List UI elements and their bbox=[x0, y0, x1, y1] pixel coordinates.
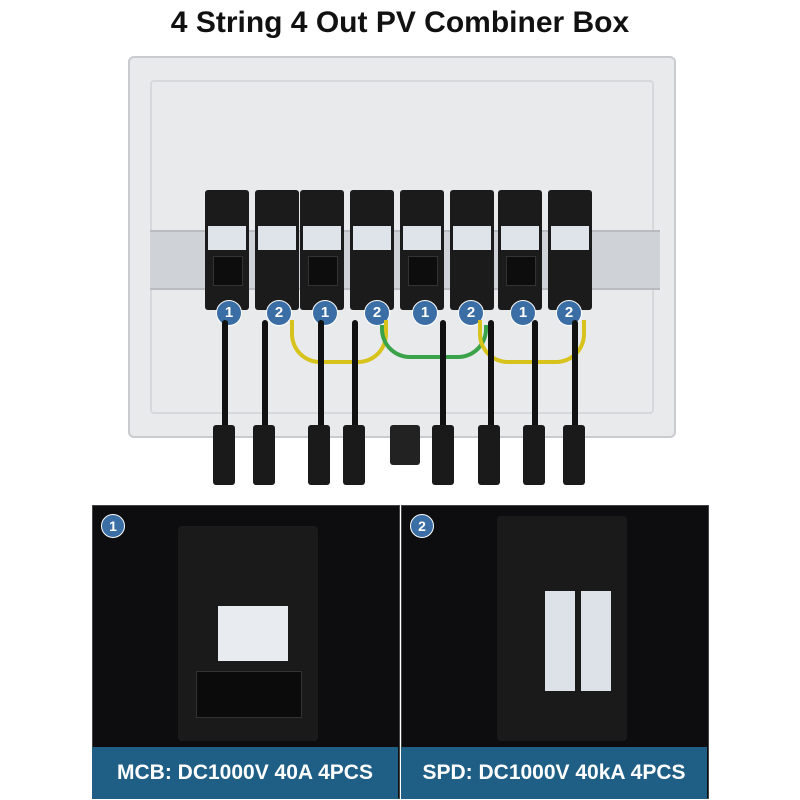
spd-caption: SPD: DC1000V 40kA 4PCS bbox=[401, 747, 707, 799]
spd-module bbox=[255, 190, 299, 310]
mcb-badge: 1 bbox=[510, 300, 536, 326]
mcb-badge: 1 bbox=[216, 300, 242, 326]
cable bbox=[572, 320, 578, 430]
spd-module bbox=[450, 190, 494, 310]
mcb-caption: MCB: DC1000V 40A 4PCS bbox=[92, 747, 398, 799]
spd-module bbox=[350, 190, 394, 310]
earth-wire bbox=[380, 325, 488, 359]
spd-device-photo bbox=[497, 516, 627, 741]
cable bbox=[440, 320, 446, 430]
cable bbox=[262, 320, 268, 430]
mc4-connector bbox=[478, 425, 500, 485]
mcb-badge: 1 bbox=[412, 300, 438, 326]
cable bbox=[532, 320, 538, 430]
cable bbox=[352, 320, 358, 430]
panel-number-badge: 2 bbox=[410, 514, 434, 538]
mcb-module bbox=[498, 190, 542, 310]
mc4-connector bbox=[253, 425, 275, 485]
cable bbox=[318, 320, 324, 430]
mc4-connector bbox=[343, 425, 365, 485]
mcb-module bbox=[205, 190, 249, 310]
mcb-module bbox=[300, 190, 344, 310]
mcb-device-photo bbox=[178, 526, 318, 741]
mc4-connector bbox=[563, 425, 585, 485]
mc4-connector bbox=[432, 425, 454, 485]
mc4-connector bbox=[308, 425, 330, 485]
panel-number-badge: 1 bbox=[101, 514, 125, 538]
earth-wire bbox=[290, 320, 388, 364]
mcb-module bbox=[400, 190, 444, 310]
cable bbox=[488, 320, 494, 430]
cable bbox=[222, 320, 228, 430]
mc4-connector bbox=[523, 425, 545, 485]
mc4-connector bbox=[213, 425, 235, 485]
spd-badge: 2 bbox=[266, 300, 292, 326]
cable-gland bbox=[390, 425, 420, 465]
spd-module bbox=[548, 190, 592, 310]
page-title: 4 String 4 Out PV Combiner Box bbox=[170, 6, 630, 39]
